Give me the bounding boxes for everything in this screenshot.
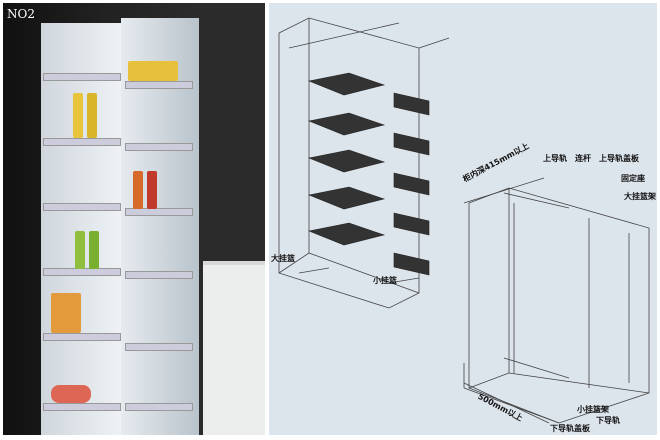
door-basket bbox=[125, 81, 193, 89]
bottle bbox=[133, 171, 143, 209]
label-large-basket: 大挂篮 bbox=[271, 254, 295, 263]
fruit bbox=[51, 385, 91, 403]
label-upper-rail-cover: 上导轨盖板 bbox=[599, 154, 639, 163]
food-box bbox=[128, 61, 178, 81]
door-basket bbox=[125, 208, 193, 216]
large-basket-drawing bbox=[307, 72, 386, 96]
label-small-basket: 小挂篮 bbox=[373, 276, 397, 285]
basket-shelf bbox=[43, 268, 121, 276]
bottle bbox=[147, 171, 157, 209]
kitchen-counter bbox=[203, 261, 265, 435]
bottle bbox=[75, 231, 85, 269]
basket-shelf bbox=[43, 203, 121, 211]
bottle bbox=[87, 93, 97, 138]
basket-shelf bbox=[43, 333, 121, 341]
label-large-basket-frame: 大挂篮架 bbox=[624, 192, 656, 201]
bottle bbox=[73, 93, 83, 138]
installation-diagram: 大挂篮 小挂篮 上导轨 连杆 上导轨盖板 固定座 大挂篮架 小挂篮架 下导轨 下… bbox=[269, 3, 657, 435]
bottle bbox=[89, 231, 99, 269]
door-basket bbox=[125, 143, 193, 151]
basket-shelf bbox=[43, 73, 121, 81]
basket-shelf bbox=[43, 403, 121, 411]
line-drawing bbox=[278, 17, 650, 424]
label-lower-rail: 下导轨 bbox=[596, 416, 620, 425]
label-small-basket-frame: 小挂篮架 bbox=[577, 405, 609, 414]
food-box bbox=[51, 293, 81, 333]
door-basket bbox=[125, 343, 193, 351]
basket-shelf bbox=[43, 138, 121, 146]
cabinet-outline-bottom bbox=[468, 187, 650, 424]
small-basket-drawing bbox=[393, 92, 430, 116]
pantry-cabinet-interior bbox=[41, 23, 121, 435]
label-upper-rail: 上导轨 bbox=[543, 154, 567, 163]
photo-label: NO2 bbox=[7, 7, 35, 21]
door-basket bbox=[125, 403, 193, 411]
label-link-rod: 连杆 bbox=[575, 154, 591, 163]
label-lower-rail-cover: 下导轨盖板 bbox=[550, 424, 590, 433]
product-photo: NO2 bbox=[3, 3, 265, 435]
label-fixed-base: 固定座 bbox=[621, 174, 645, 183]
door-basket bbox=[125, 271, 193, 279]
